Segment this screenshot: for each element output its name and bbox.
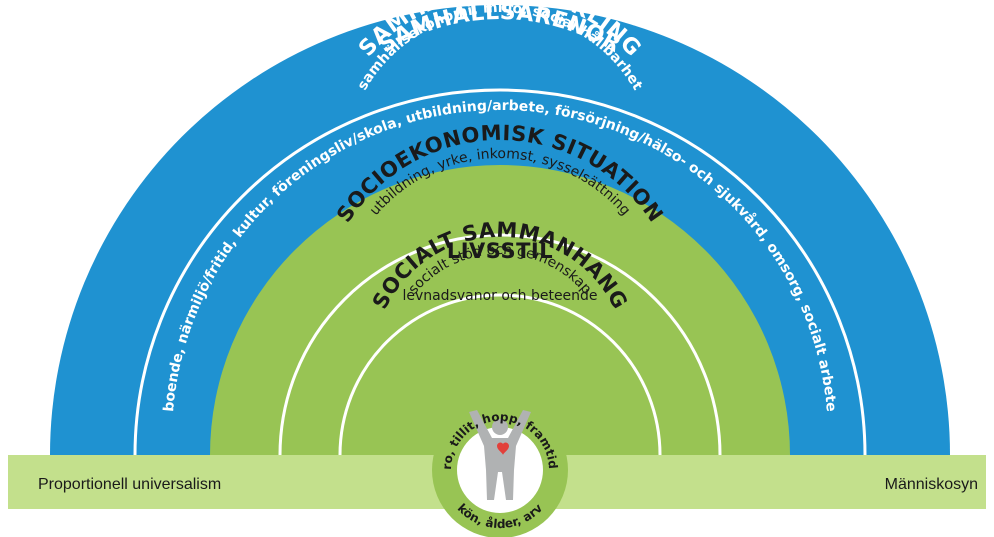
person-arms-raised-icon: [469, 410, 531, 500]
ring-divider-socialt: [338, 293, 662, 456]
bar-left-label: Proportionell universalism: [38, 476, 221, 493]
ring-socioekonomisk: [210, 165, 790, 455]
ring-divider-outer: [133, 88, 867, 456]
heart-icon: [497, 442, 509, 455]
ring-subtitle-livsstil: levnadsvanor och beteende: [402, 288, 597, 304]
ring-divider-livsstil: [278, 233, 722, 456]
ring-title-livsstil: LIVSSTIL: [447, 239, 553, 263]
bar-right-label: Människosyn: [885, 476, 978, 493]
